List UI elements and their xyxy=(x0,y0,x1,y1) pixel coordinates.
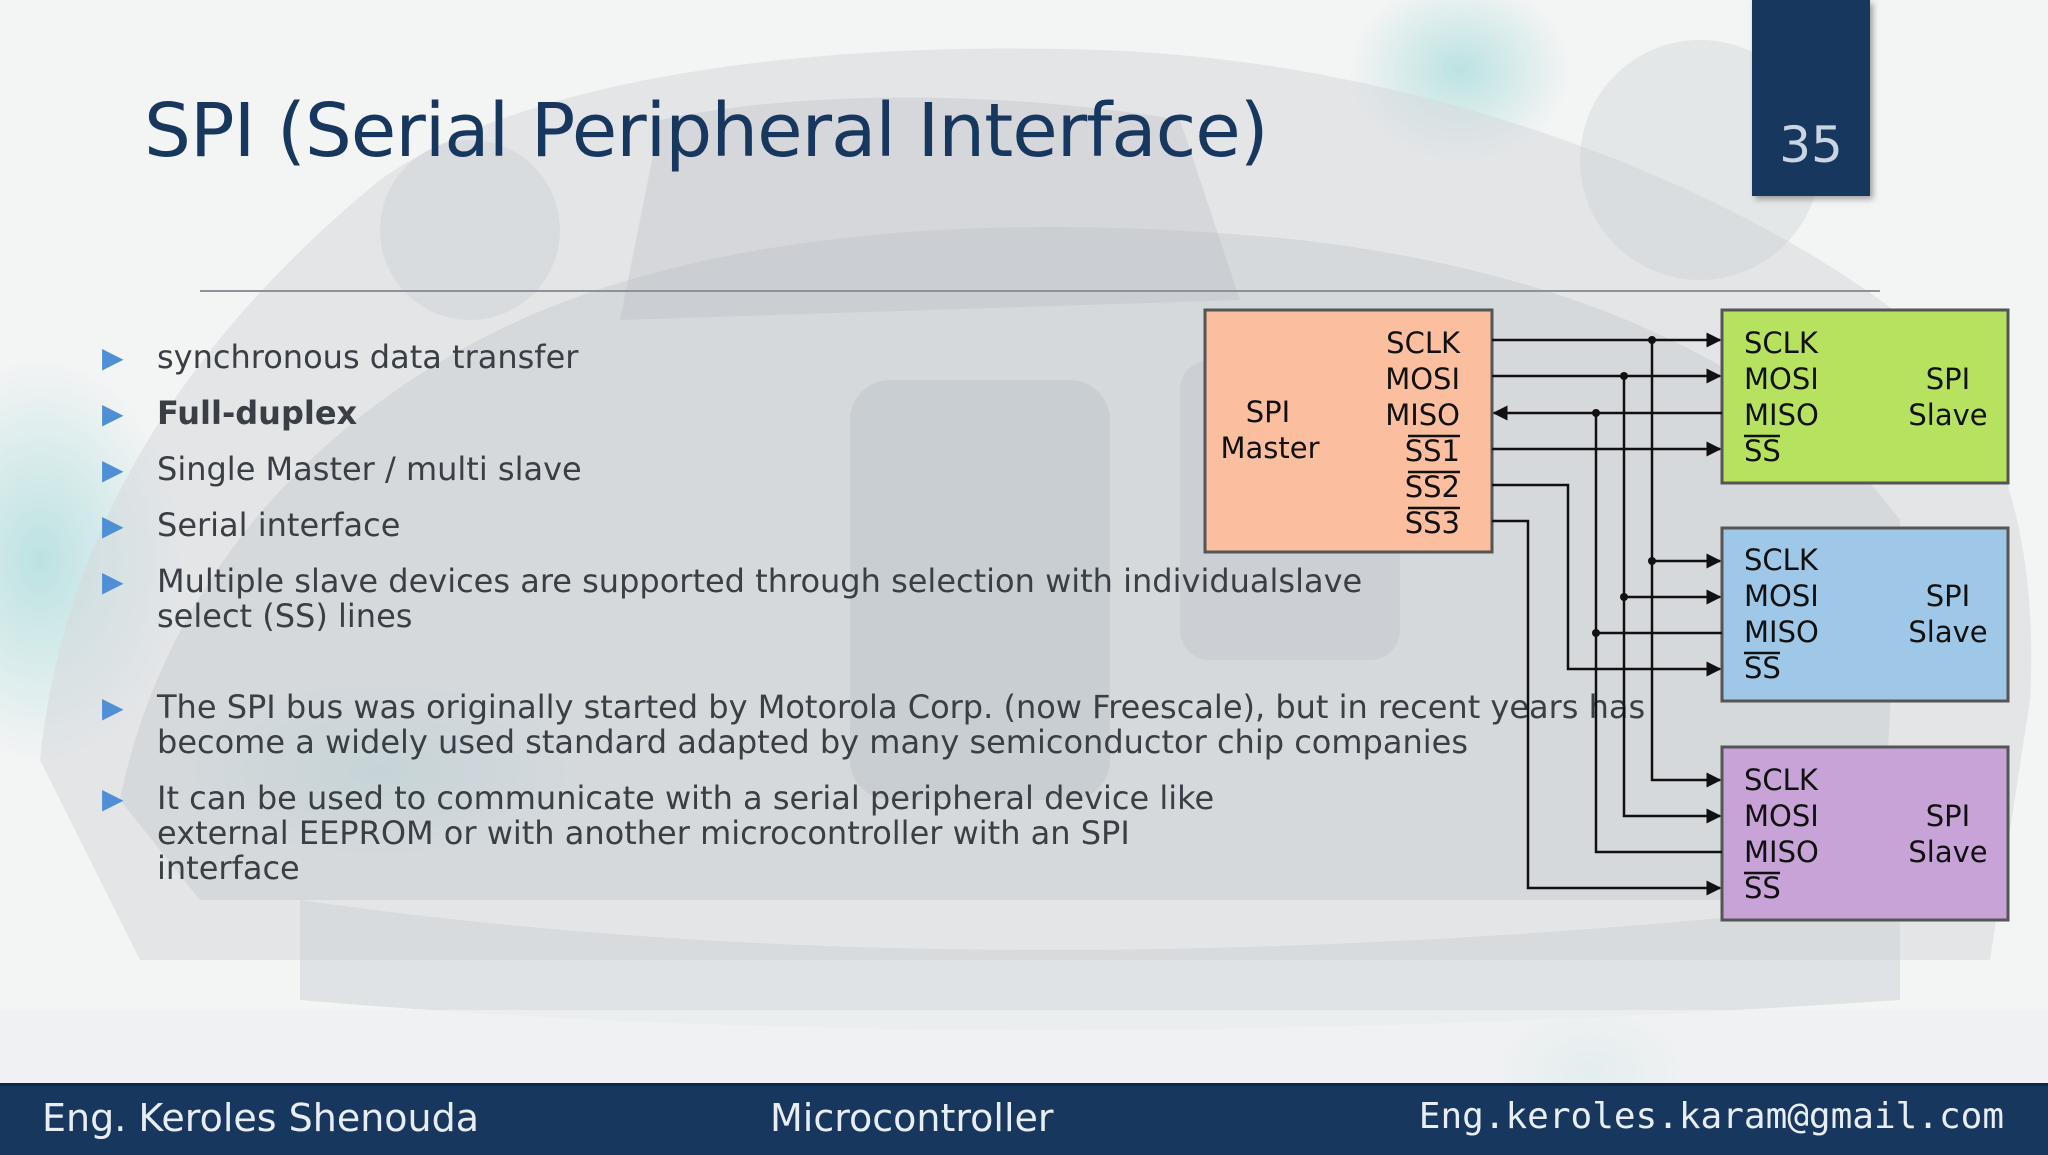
spi-slave-2-box xyxy=(1720,526,2010,703)
page-number: 35 xyxy=(1779,116,1843,174)
footer-course: Microcontroller xyxy=(770,1096,1054,1140)
triangle-right-icon: ▶ xyxy=(102,509,124,542)
svg-text:SPI: SPI xyxy=(1926,579,1970,613)
svg-text:Slave: Slave xyxy=(1908,835,1987,869)
slide-title: SPI (Serial Peripheral Interface) xyxy=(144,88,1269,174)
svg-text:MISO: MISO xyxy=(1744,398,1819,432)
spi-slave-3: SCLK MOSI MISO SS SPI Slave xyxy=(1720,745,2010,922)
bullet-item: ▶ Single Master / multi slave xyxy=(102,452,582,487)
spi-slave-1-box xyxy=(1720,308,2010,485)
spi-slave-3-box xyxy=(1720,745,2010,922)
spi-bus-diagram: SPI Master SCLK MOSI MISO SS1 SS2 SS3 SC… xyxy=(1203,308,2010,922)
bullet-item: ▶ It can be used to communicate with a s… xyxy=(102,781,1214,886)
bullet-text: Serial interface xyxy=(157,506,401,544)
master-label-line2: Master xyxy=(1220,431,1319,465)
bullet-text: It can be used to communicate with a ser… xyxy=(157,781,1214,886)
bullet-item: ▶ synchronous data transfer xyxy=(102,340,578,375)
bus-wires xyxy=(1492,332,1722,896)
master-pin-miso: MISO xyxy=(1385,398,1460,432)
svg-text:MISO: MISO xyxy=(1744,835,1819,869)
spi-slave-1: SCLK MOSI MISO SS SPI Slave xyxy=(1720,308,2010,485)
svg-text:MISO: MISO xyxy=(1744,615,1819,649)
svg-text:MOSI: MOSI xyxy=(1744,362,1819,396)
svg-text:Slave: Slave xyxy=(1908,398,1987,432)
triangle-right-icon: ▶ xyxy=(102,565,124,598)
svg-text:SS: SS xyxy=(1744,651,1781,685)
triangle-right-icon: ▶ xyxy=(102,397,124,430)
bullet-text-line: select (SS) lines xyxy=(157,597,413,635)
title-divider xyxy=(200,290,1880,292)
bullet-text: Single Master / multi slave xyxy=(157,450,582,488)
bullet-text-line: become a widely used standard adapted by… xyxy=(157,723,1468,761)
bullet-text: synchronous data transfer xyxy=(157,338,579,376)
master-pin-sclk: SCLK xyxy=(1386,326,1461,360)
bus-junctions xyxy=(1592,336,1656,637)
bullet-item: ▶ Multiple slave devices are supported t… xyxy=(102,564,1362,634)
bullet-item: ▶ Full-duplex xyxy=(102,396,357,431)
svg-text:SPI: SPI xyxy=(1926,362,1970,396)
bullet-text-line: It can be used to communicate with a ser… xyxy=(157,779,1215,817)
svg-text:SCLK: SCLK xyxy=(1744,326,1819,360)
triangle-right-icon: ▶ xyxy=(102,341,124,374)
bullet-item: ▶ Serial interface xyxy=(102,508,400,543)
bullet-text: Full-duplex xyxy=(157,394,358,432)
triangle-right-icon: ▶ xyxy=(102,782,124,815)
master-pin-ss3: SS3 xyxy=(1405,506,1460,540)
footer-author: Eng. Keroles Shenouda xyxy=(42,1096,480,1140)
svg-text:MOSI: MOSI xyxy=(1744,579,1819,613)
footer-email: Eng.keroles.karam@gmail.com xyxy=(1418,1096,2004,1137)
svg-text:SS: SS xyxy=(1744,871,1781,905)
svg-text:SS: SS xyxy=(1744,434,1781,468)
triangle-right-icon: ▶ xyxy=(102,453,124,486)
triangle-right-icon: ▶ xyxy=(102,691,124,724)
svg-text:SCLK: SCLK xyxy=(1744,543,1819,577)
svg-text:SPI: SPI xyxy=(1926,799,1970,833)
bullet-text-line: interface xyxy=(157,849,300,887)
page-number-tab: 35 xyxy=(1752,0,1870,196)
bullet-text-line: Multiple slave devices are supported thr… xyxy=(157,562,1363,600)
spi-slave-2: SCLK MOSI MISO SS SPI Slave xyxy=(1720,526,2010,703)
master-label-line1: SPI xyxy=(1246,395,1290,429)
svg-text:Slave: Slave xyxy=(1908,615,1987,649)
bullet-text-line: external EEPROM or with another microcon… xyxy=(157,814,1130,852)
bullet-text-line: The SPI bus was originally started by Mo… xyxy=(157,688,1646,726)
footer-bar: Eng. Keroles Shenouda Microcontroller En… xyxy=(0,1083,2048,1155)
bullet-text: Multiple slave devices are supported thr… xyxy=(157,564,1362,634)
master-pin-ss1: SS1 xyxy=(1405,434,1460,468)
master-pin-mosi: MOSI xyxy=(1385,362,1460,396)
bullet-text: The SPI bus was originally started by Mo… xyxy=(157,690,1645,760)
svg-text:SCLK: SCLK xyxy=(1744,763,1819,797)
svg-text:MOSI: MOSI xyxy=(1744,799,1819,833)
spi-master-box xyxy=(1203,308,1494,554)
master-pin-ss2: SS2 xyxy=(1405,470,1460,504)
bullet-item: ▶ The SPI bus was originally started by … xyxy=(102,690,1645,760)
